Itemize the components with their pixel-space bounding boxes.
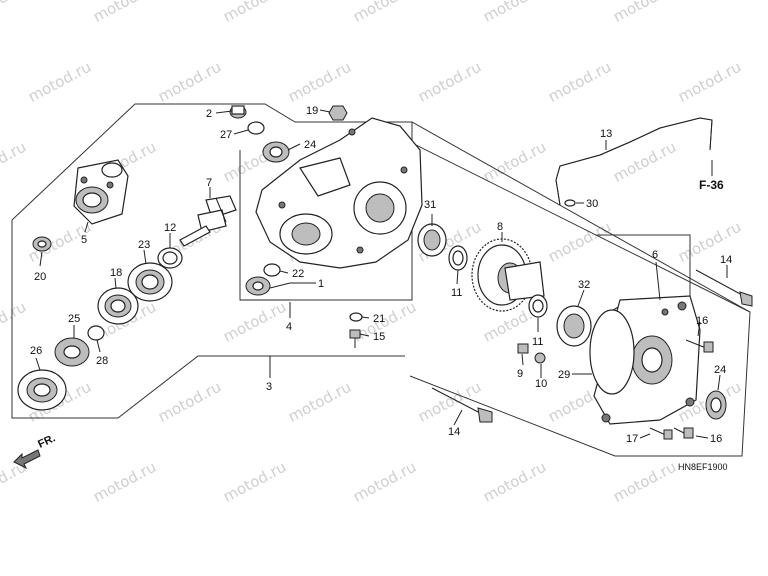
callout-number-24: 24 xyxy=(304,139,316,151)
part-seal-20 xyxy=(32,236,52,252)
callout-number-20: 20 xyxy=(34,271,46,283)
part-cover-26 xyxy=(17,369,67,411)
callout-number-10: 10 xyxy=(535,378,547,390)
callout-number-28: 28 xyxy=(96,355,108,367)
part-bolt-14-upper xyxy=(695,269,753,307)
callout-number-9: 9 xyxy=(517,368,523,380)
part-oring-28 xyxy=(87,325,105,341)
callout-number-19: 19 xyxy=(306,105,318,117)
callout-number-18: 18 xyxy=(110,267,122,279)
callout-number-2: 2 xyxy=(206,108,212,120)
part-breather-tube-13 xyxy=(555,117,713,206)
part-spacer-11-a xyxy=(448,245,468,271)
front-direction-label: FR. xyxy=(36,432,57,450)
part-spacer-11-b xyxy=(528,294,548,318)
part-bearing-23 xyxy=(127,262,173,302)
callout-number-13: 13 xyxy=(600,128,612,140)
callout-number-8: 8 xyxy=(497,221,503,233)
part-nut-25 xyxy=(54,337,90,367)
callout-number-24: 24 xyxy=(714,364,726,376)
callout-number-7: 7 xyxy=(206,177,212,189)
callout-number-11: 11 xyxy=(532,336,543,348)
callout-number-14: 14 xyxy=(448,426,460,438)
callout-number-32: 32 xyxy=(578,279,590,291)
callout-number-6: 6 xyxy=(652,249,658,261)
part-nut-19 xyxy=(328,105,348,121)
callout-number-12: 12 xyxy=(164,222,176,234)
part-seals-22-1 xyxy=(245,263,281,296)
diagram-code: HN8EF1900 xyxy=(678,462,728,472)
callout-number-5: 5 xyxy=(81,234,87,246)
part-oring-29 xyxy=(589,309,635,395)
callout-number-16: 16 xyxy=(710,433,722,445)
callout-number-25: 25 xyxy=(68,313,80,325)
callout-number-26: 26 xyxy=(30,345,42,357)
callout-number-30: 30 xyxy=(586,198,598,210)
callout-number-17: 17 xyxy=(626,433,638,445)
reference-label[interactable]: F-36 xyxy=(699,178,724,192)
front-direction-indicator: FR. xyxy=(13,432,57,470)
part-flange-5 xyxy=(73,159,129,225)
assembly-frame-lines xyxy=(11,103,751,457)
callout-number-31: 31 xyxy=(424,199,436,211)
callout-number-29: 29 xyxy=(558,369,570,381)
part-seal-24-lower xyxy=(705,390,727,420)
part-seal-24-upper xyxy=(262,141,290,163)
part-bolts-16-17 xyxy=(649,339,714,440)
part-case-4 xyxy=(255,117,423,269)
callout-number-4: 4 xyxy=(286,321,292,333)
callout-number-14: 14 xyxy=(720,254,732,266)
part-washer-21 xyxy=(349,312,363,322)
callout-number-1: 1 xyxy=(318,278,324,290)
part-bolt-9 xyxy=(517,343,529,354)
part-washer-10 xyxy=(534,352,546,364)
part-spacer-12 xyxy=(157,247,183,269)
part-oring-27 xyxy=(247,121,265,135)
part-pinion-gear-7 xyxy=(179,195,237,247)
callout-number-21: 21 xyxy=(373,313,385,325)
callout-number-27: 27 xyxy=(220,129,232,141)
callout-number-22: 22 xyxy=(292,268,304,280)
part-cap-2 xyxy=(229,105,247,119)
part-bolt-15 xyxy=(349,329,361,348)
part-bolt-14-lower xyxy=(431,387,493,423)
part-bearing-32 xyxy=(556,305,592,347)
part-bearing-18 xyxy=(97,287,139,325)
leader-lines xyxy=(35,109,728,439)
callout-number-23: 23 xyxy=(138,239,150,251)
part-clip-30 xyxy=(564,199,576,207)
callout-number-16: 16 xyxy=(696,315,708,327)
part-bearing-31 xyxy=(417,223,447,257)
part-ring-gear-8 xyxy=(471,238,545,312)
callout-number-11: 11 xyxy=(451,287,462,299)
callout-number-15: 15 xyxy=(373,331,385,343)
callout-number-3: 3 xyxy=(266,381,272,393)
